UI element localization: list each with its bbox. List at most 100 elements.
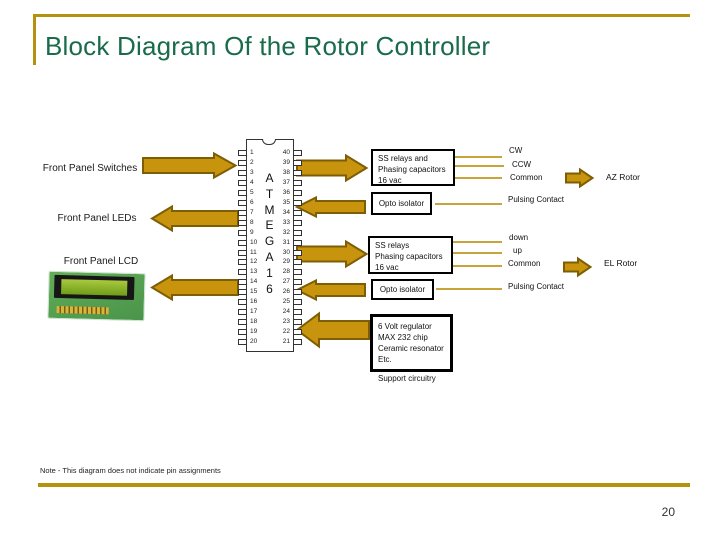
support-circuitry-caption: Support circuitry	[378, 374, 436, 383]
chip-pin-number-right: 22	[282, 328, 290, 336]
chip-pin-right	[294, 179, 302, 186]
chip-pin-right	[294, 169, 302, 176]
chip-pin-number-left: 10	[250, 238, 258, 246]
chip-pin-number-right: 32	[282, 228, 290, 236]
chip-pin-right	[294, 299, 302, 306]
el-pulsing-connector-line	[436, 288, 502, 290]
chip-name-letter: A	[265, 171, 274, 185]
chip-pin-number-right: 40	[282, 149, 290, 156]
chip-pin-left	[238, 219, 246, 226]
support-box-line: MAX 232 chip	[378, 333, 428, 342]
chip-pin-left	[238, 289, 246, 296]
label-az-pulsing-contact: Pulsing Contact	[508, 195, 565, 204]
chip-pin-right	[294, 309, 302, 316]
chip-pin-left	[238, 319, 246, 326]
title-left-rule	[33, 14, 36, 65]
chip-pin-number-right: 33	[282, 218, 290, 226]
el-relays-box-line: SS relays	[375, 241, 410, 250]
chip-pin-number-right: 36	[282, 188, 290, 196]
ccw-connector-line	[455, 165, 504, 167]
az-opto-to-chip-arrow	[294, 195, 366, 219]
chip-pin-number-right: 35	[282, 198, 290, 206]
chip-name-letter: G	[264, 234, 275, 249]
chip-to-az-relays-arrow	[296, 153, 369, 183]
el-relays-box-line: Phasing capacitors	[375, 252, 443, 261]
chip-pin-number-left: 8	[250, 218, 254, 226]
el-opto-isolator-label: Opto isolator	[379, 285, 426, 294]
title-top-rule	[33, 14, 690, 17]
chip-pin-number-left: 9	[250, 228, 254, 236]
support-box-line: Ceramic resonator	[378, 344, 444, 353]
az-relays-box-line: SS relays and	[378, 154, 428, 163]
chip-pin-left	[238, 189, 246, 196]
chip-pin-right	[294, 189, 302, 196]
chip-pin-number-left: 6	[250, 198, 254, 206]
down-connector-line	[453, 241, 502, 243]
chip-pin-number-left: 19	[250, 328, 258, 336]
support-box-line: Etc.	[378, 355, 392, 364]
az-relays-box-line: 16 vac	[378, 176, 402, 185]
chip-pin-left	[238, 259, 246, 266]
chip-pin-right	[294, 339, 302, 346]
chip-pin-right	[294, 159, 302, 166]
chip-pin-right	[294, 259, 302, 266]
chip-pin-number-right: 38	[282, 168, 290, 176]
chip-pin-right	[294, 329, 302, 336]
chip-pin-left	[238, 150, 246, 156]
chip-pin-number-right: 21	[282, 338, 290, 346]
chip-pin-left	[238, 159, 246, 166]
chip-to-lcd-arrow	[150, 273, 239, 302]
chip-pin-right	[294, 209, 302, 216]
support-box-line: 6 Volt regulator	[378, 322, 432, 331]
chip-pin-left	[238, 339, 246, 346]
chip-pin-number-right: 26	[282, 288, 290, 296]
chip-pin-number-right: 37	[282, 178, 290, 186]
label-down: down	[509, 233, 529, 242]
chip-pin-left	[238, 249, 246, 256]
chip-name-letter: E	[265, 218, 274, 233]
label-el-pulsing-contact: Pulsing Contact	[508, 282, 565, 291]
label-ccw: CCW	[512, 160, 532, 169]
chip-pin-number-left: 3	[250, 168, 254, 176]
chip-pin-number-left: 13	[250, 268, 258, 276]
chip-pin-number-left: 20	[250, 338, 258, 346]
page-number: 20	[661, 505, 675, 519]
chip-name-letter: 1	[266, 265, 273, 280]
chip-name-letter: M	[264, 202, 275, 217]
chip-name-letter: A	[265, 249, 274, 264]
chip-pin-left	[238, 269, 246, 276]
chip-pin-left	[238, 309, 246, 316]
label-front-panel-switches: Front Panel Switches	[42, 163, 138, 174]
chip-pin-number-right: 25	[282, 298, 290, 306]
chip-pin-number-left: 4	[250, 178, 254, 186]
el-rotor-arrow	[563, 256, 593, 278]
chip-name-letter: 6	[266, 281, 273, 296]
el-opto-to-chip-arrow	[294, 278, 366, 302]
chip-pin-right	[294, 289, 302, 296]
chip-pin-left	[238, 169, 246, 176]
chip-pin-number-left: 7	[250, 208, 254, 216]
cw-connector-line	[455, 156, 502, 158]
label-el-common: Common	[508, 259, 541, 268]
up-connector-line	[453, 252, 502, 254]
chip-pin-number-left: 5	[250, 188, 254, 196]
label-front-panel-leds: Front Panel LEDs	[57, 213, 137, 224]
switches-to-chip-arrow	[142, 151, 238, 180]
az-rotor-arrow	[565, 167, 595, 189]
chip-to-el-relays-arrow	[296, 239, 369, 269]
chip-pin-right	[294, 269, 302, 276]
chip-pin-number-left: 11	[250, 248, 257, 256]
label-az-common: Common	[510, 173, 543, 182]
chip-pin-right	[294, 229, 302, 236]
label-el-rotor: EL Rotor	[604, 258, 638, 268]
chip-pin-left	[238, 199, 246, 206]
chip-pin-left	[238, 329, 246, 336]
chip-pin-number-right: 31	[282, 238, 290, 246]
chip-pin-number-left: 17	[250, 308, 258, 316]
lcd-bezel	[53, 274, 135, 300]
chip-pin-right	[294, 150, 302, 156]
label-az-rotor: AZ Rotor	[606, 172, 641, 182]
chip-pin-number-left: 1	[250, 149, 254, 156]
